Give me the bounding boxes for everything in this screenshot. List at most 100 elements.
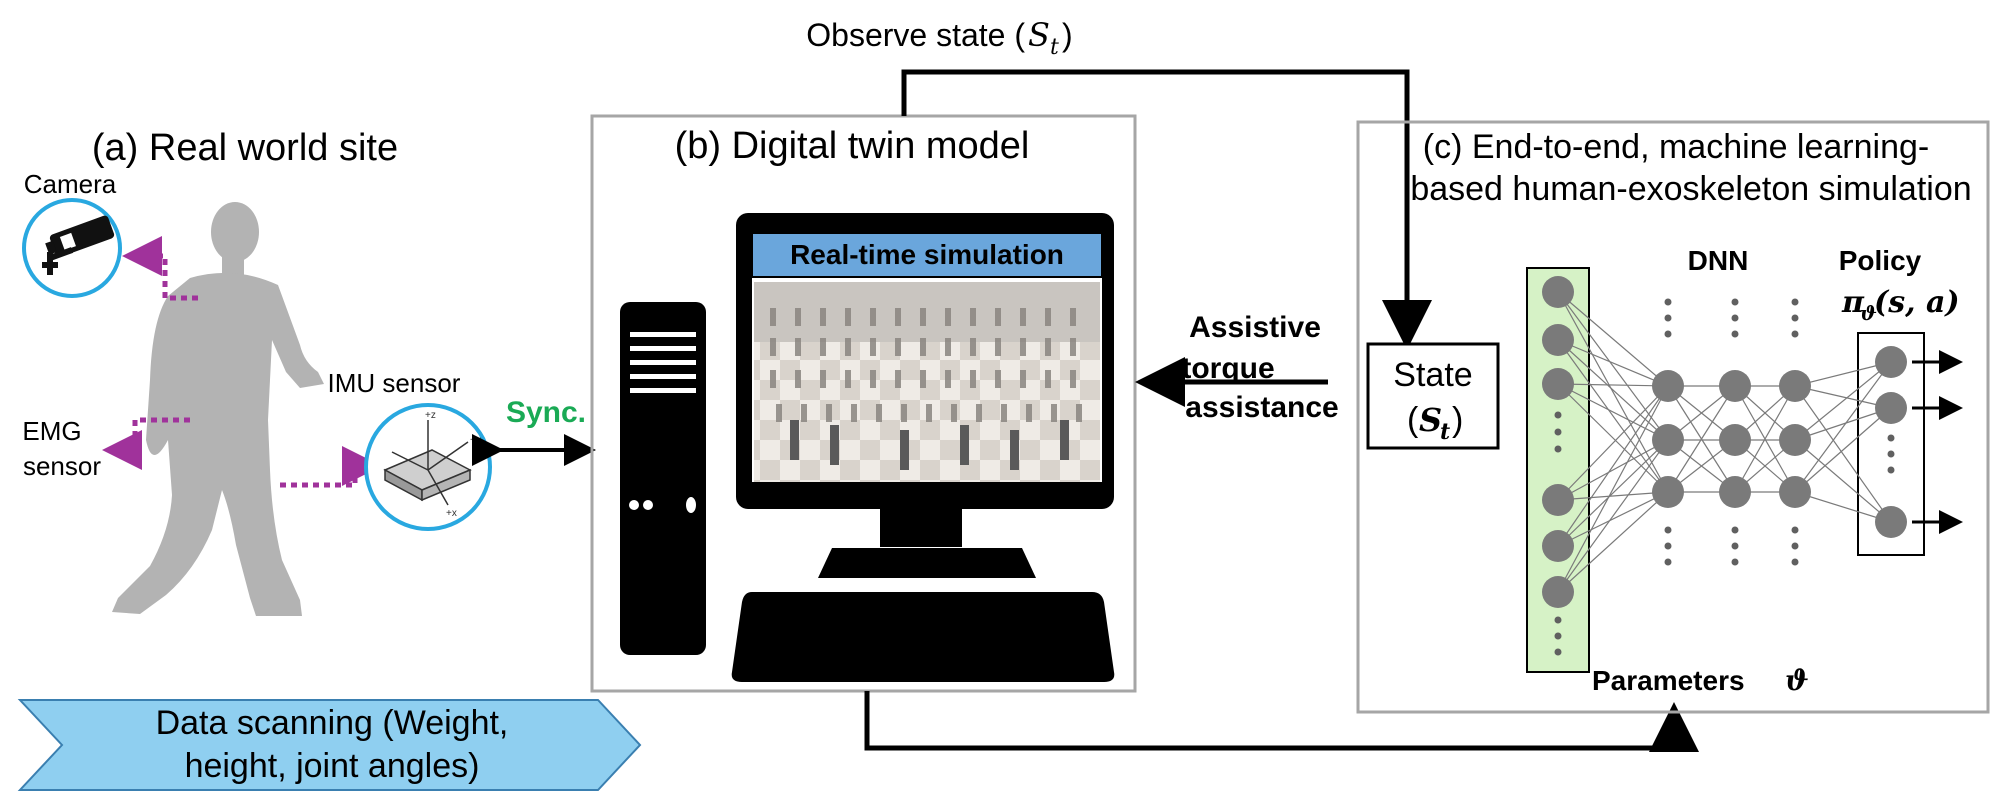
simulation-crowd	[770, 308, 1082, 422]
network-edge	[1734, 385, 1796, 493]
data-scanning-banner: Data scanning (Weight, height, joint ang…	[17, 699, 642, 791]
network-edge	[1557, 291, 1669, 387]
camera-label: Camera	[24, 169, 117, 199]
network-edge	[1557, 385, 1669, 547]
network-edge	[1557, 491, 1669, 501]
ellipsis-dot	[1791, 542, 1799, 550]
computer-tower-icon	[620, 302, 706, 655]
ellipsis-dot	[1731, 526, 1739, 534]
observe-state-label: Observe state ( S t )	[806, 16, 1072, 60]
network-node	[1875, 506, 1907, 538]
ellipsis-dot	[1791, 558, 1799, 566]
network-node	[1875, 392, 1907, 424]
network-edge	[1794, 491, 1892, 523]
network-edge	[1794, 439, 1892, 523]
ellipsis-dot	[1731, 558, 1739, 566]
network-node	[1719, 424, 1751, 456]
network-nodes	[1542, 276, 1907, 608]
ellipsis-dot	[1554, 616, 1562, 624]
ellipsis-dot	[1664, 542, 1672, 550]
network-edge	[1557, 339, 1669, 493]
network-node	[1542, 576, 1574, 608]
ellipsis-dot	[1664, 298, 1672, 306]
ellipsis-dot	[1554, 648, 1562, 656]
parameters-label: Parameters ϑ	[1592, 664, 1809, 697]
observe-state-arrow	[901, 69, 1432, 350]
panel-a-title: (a) Real world site	[92, 127, 398, 169]
network-node	[1652, 424, 1684, 456]
ellipsis-dot	[1554, 428, 1562, 436]
scan-line-2: height, joint angles)	[185, 747, 480, 785]
panel-digital-twin: (b) Digital twin model Real-time simulat…	[590, 114, 1137, 693]
network-edge	[1794, 385, 1892, 409]
scan-line-1: Data scanning (Weight,	[156, 704, 509, 742]
network-edge	[1557, 339, 1669, 441]
ellipsis-dot	[1554, 411, 1562, 419]
network-node	[1542, 484, 1574, 516]
svg-text:ϑ: ϑ	[1860, 301, 1877, 325]
ellipsis-dot	[1731, 542, 1739, 550]
network-node	[1542, 276, 1574, 308]
sim-bar-label: Real-time simulation	[790, 239, 1064, 270]
network-node	[1542, 530, 1574, 562]
network-node	[1719, 476, 1751, 508]
network-edge	[1557, 291, 1669, 493]
network-edge	[1557, 383, 1669, 387]
ellipsis-dot	[1664, 558, 1672, 566]
svg-text:Assistive: Assistive	[1189, 311, 1321, 344]
network-edge	[1794, 385, 1892, 523]
keyboard-icon	[731, 592, 1115, 682]
svg-text:torque: torque	[1181, 352, 1274, 385]
panel-real-world-site: (a) Real world site Camera EMG sensor IM…	[17, 127, 642, 791]
network-edge	[1557, 385, 1669, 501]
svg-text:S: S	[1028, 16, 1050, 54]
svg-text:): )	[1452, 401, 1463, 439]
human-silhouette-icon	[112, 202, 324, 616]
ellipsis-dot	[1791, 526, 1799, 534]
network-node	[1875, 346, 1907, 378]
svg-text:t: t	[1440, 419, 1450, 445]
network-edge	[1557, 339, 1669, 387]
svg-text:(s, a): (s, a)	[1874, 285, 1960, 320]
camera-link-arrow	[122, 236, 198, 301]
panel-c-title-1: (c) End-to-end, machine learning-	[1423, 128, 1929, 166]
imu-label: IMU sensor	[328, 368, 461, 398]
ellipsis-dot	[1887, 450, 1895, 458]
network-edge	[1794, 361, 1892, 441]
network-edge	[1557, 439, 1669, 501]
svg-text:(: (	[1407, 401, 1419, 439]
assistive-torque-label: Assistive torque assistance	[1181, 311, 1338, 424]
network-edge	[1557, 383, 1669, 493]
svg-text:State: State	[1393, 356, 1472, 394]
network-edge	[1794, 361, 1892, 493]
ellipsis-dot	[1664, 314, 1672, 322]
svg-text:S: S	[1419, 401, 1442, 439]
ellipsis-dot	[1791, 314, 1799, 322]
svg-text:Parameters: Parameters	[1592, 665, 1745, 696]
network-node	[1542, 368, 1574, 400]
emg-link-arrow	[102, 417, 190, 470]
svg-text:+z: +z	[425, 410, 436, 421]
policy-label: Policy	[1839, 245, 1922, 276]
svg-text:+y: +y	[470, 435, 481, 446]
network-node	[1779, 476, 1811, 508]
network-edge	[1557, 491, 1669, 547]
network-node	[1779, 424, 1811, 456]
network-edge	[1557, 383, 1669, 441]
panel-c-title-2: based human-exoskeleton simulation	[1410, 170, 1971, 208]
network-node	[1652, 370, 1684, 402]
network-edge	[1667, 385, 1736, 493]
panel-b-title: (b) Digital twin model	[675, 125, 1030, 167]
network-ellipsis	[1554, 298, 1895, 656]
simulation-screen: Real-time simulation	[751, 232, 1103, 482]
svg-text:): )	[1062, 17, 1073, 53]
network-edge	[1557, 439, 1669, 547]
panel-ml-simulation: (c) End-to-end, machine learning- based …	[1356, 120, 1990, 714]
svg-text:ϑ: ϑ	[1785, 664, 1809, 697]
svg-text:π: π	[1841, 285, 1865, 320]
ellipsis-dot	[1664, 526, 1672, 534]
ellipsis-dot	[1887, 434, 1895, 442]
network-edge	[1794, 361, 1892, 387]
network-edge	[1794, 407, 1892, 441]
